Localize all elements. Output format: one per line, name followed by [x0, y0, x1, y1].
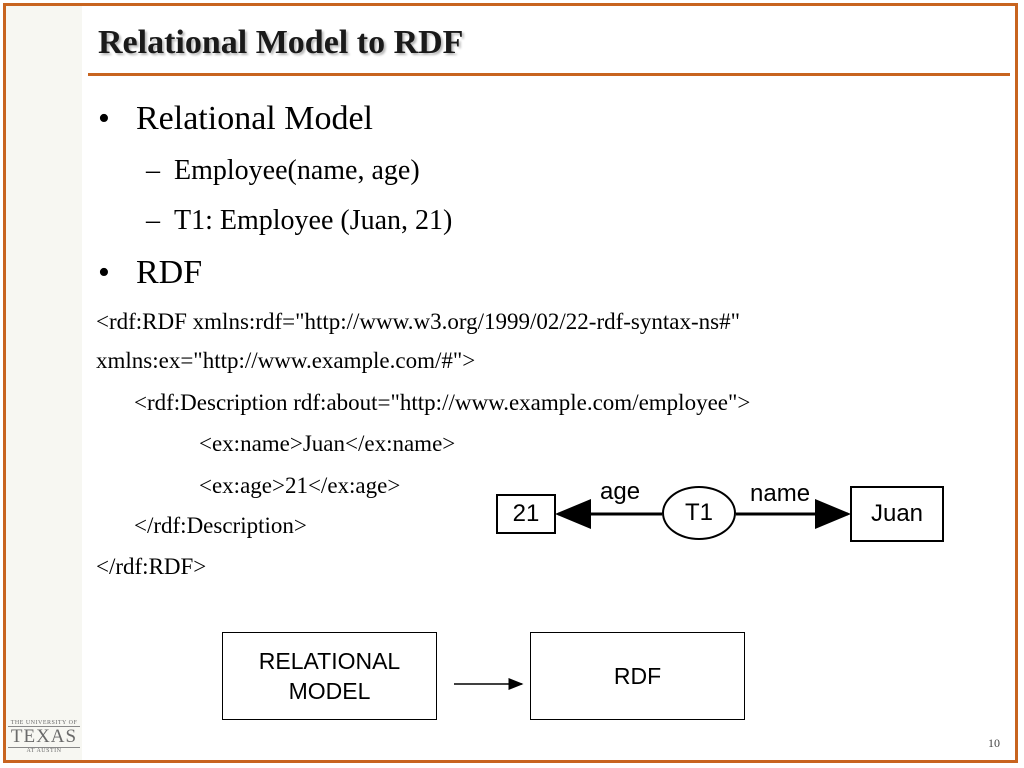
- sub-bullet-schema: –Employee(name, age): [146, 155, 420, 187]
- relational-model-line1: RELATIONAL: [258, 648, 401, 674]
- rdf-box: RDF: [530, 632, 745, 720]
- rdf-code-line: xmlns:ex="http://www.example.com/#">: [96, 348, 476, 373]
- rdf-code-line: </rdf:Description>: [134, 513, 307, 538]
- dash-glyph: –: [146, 205, 160, 236]
- sub-bullet-tuple: –T1: Employee (Juan, 21): [146, 205, 452, 237]
- resource-node-t1: T1: [662, 486, 736, 540]
- bullet-glyph: •: [98, 254, 110, 291]
- edge-name-label: name: [750, 480, 811, 507]
- rdf-code-line: </rdf:RDF>: [96, 554, 207, 579]
- relational-model-box: RELATIONAL MODEL: [222, 632, 437, 720]
- bullet-text: Relational Model: [136, 100, 374, 137]
- title-underline: [88, 73, 1010, 76]
- rdf-code-line: <rdf:Description rdf:about="http://www.e…: [134, 390, 751, 415]
- rdf-code-line: <ex:name>Juan</ex:name>: [199, 431, 456, 456]
- logo-top-text: THE UNIVERSITY OF: [10, 720, 78, 726]
- logo-main-text: TEXAS: [8, 726, 80, 748]
- bullet-relational-model: • Relational Model: [98, 100, 373, 138]
- flow-arrow: [454, 678, 524, 690]
- relational-model-line2: MODEL: [288, 678, 371, 704]
- rdf-code-line: <rdf:RDF xmlns:rdf="http://www.w3.org/19…: [96, 309, 740, 334]
- slide-title: Relational Model to RDF: [98, 24, 464, 61]
- slide-frame: [3, 3, 1018, 763]
- literal-age-box: 21: [496, 494, 556, 534]
- logo-bottom-text: AT AUSTIN: [26, 748, 62, 754]
- dash-glyph: –: [146, 155, 160, 186]
- literal-name-box: Juan: [850, 486, 944, 542]
- rdf-graph-diagram: 21 age T1 name Juan: [494, 478, 954, 548]
- left-band: [6, 6, 82, 760]
- sub-bullet-text: Employee(name, age): [174, 155, 420, 186]
- sub-bullet-text: T1: Employee (Juan, 21): [174, 205, 453, 236]
- bullet-glyph: •: [98, 100, 110, 137]
- ut-austin-logo: THE UNIVERSITY OF TEXAS AT AUSTIN: [8, 720, 80, 754]
- bullet-rdf: • RDF: [98, 254, 202, 292]
- edge-age-label: age: [600, 478, 641, 505]
- graph-arrows: [555, 499, 851, 529]
- bullet-text: RDF: [136, 254, 203, 291]
- rdf-code-line: <ex:age>21</ex:age>: [199, 473, 401, 498]
- page-number: 10: [988, 736, 1000, 750]
